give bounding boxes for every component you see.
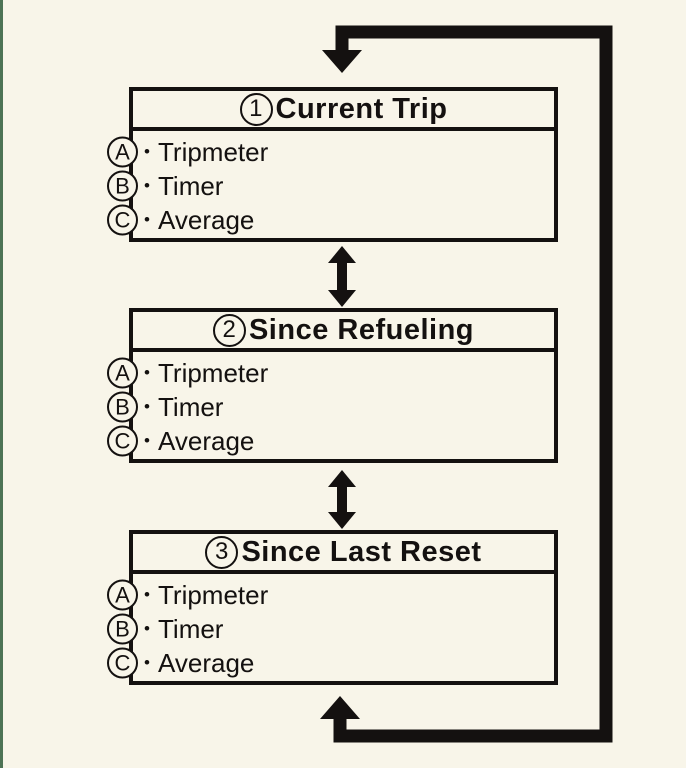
list-item: C • Average xyxy=(107,203,554,237)
panel-since-refueling: 2 Since Refueling A • Tripmeter B • Time… xyxy=(107,308,558,463)
list-item: B • Timer xyxy=(107,612,554,646)
panel-body: A • Tripmeter B • Timer C • Average xyxy=(107,578,554,680)
arrowhead-down-icon xyxy=(322,50,362,73)
item-label: Tripmeter xyxy=(158,137,269,167)
arrowhead-up-icon xyxy=(328,470,356,487)
item-label: Tripmeter xyxy=(158,580,269,610)
item-label: Timer xyxy=(158,171,224,201)
panel-title: 1 Current Trip xyxy=(133,91,554,131)
list-item: C • Average xyxy=(107,424,554,458)
circled-letter-icon: C xyxy=(107,425,138,457)
list-item: A • Tripmeter xyxy=(107,356,554,390)
arrowhead-down-icon xyxy=(328,290,356,307)
panel-title-text: Current Trip xyxy=(275,92,448,125)
bullet-icon: • xyxy=(144,209,150,229)
circled-letter-icon: C xyxy=(107,647,138,679)
circled-number-icon: 2 xyxy=(212,313,246,347)
bullet-icon: • xyxy=(144,396,150,416)
double-headed-arrow-2 xyxy=(328,470,356,529)
item-label: Tripmeter xyxy=(158,358,269,388)
panel-body: A • Tripmeter B • Timer C • Average xyxy=(107,135,554,237)
circled-number-icon: 1 xyxy=(239,92,273,126)
circled-letter-icon: A xyxy=(107,136,138,168)
item-label: Average xyxy=(158,648,255,678)
double-headed-arrow-1 xyxy=(328,246,356,307)
list-item: A • Tripmeter xyxy=(107,135,554,169)
arrowhead-down-icon xyxy=(328,512,356,529)
bullet-icon: • xyxy=(144,652,150,672)
circled-letter-icon: B xyxy=(107,170,138,202)
panel-current-trip: 1 Current Trip A • Tripmeter B • Timer C… xyxy=(107,87,558,242)
arrowhead-up-icon xyxy=(320,696,360,719)
list-item: A • Tripmeter xyxy=(107,578,554,612)
panel-title: 3 Since Last Reset xyxy=(133,534,554,574)
list-item: B • Timer xyxy=(107,390,554,424)
circled-letter-icon: B xyxy=(107,613,138,645)
circled-letter-icon: A xyxy=(107,357,138,389)
bullet-icon: • xyxy=(144,618,150,638)
bullet-icon: • xyxy=(144,430,150,450)
bullet-icon: • xyxy=(144,362,150,382)
circled-letter-icon: A xyxy=(107,579,138,611)
arrowhead-up-icon xyxy=(328,246,356,263)
list-item: B • Timer xyxy=(107,169,554,203)
panel-title-text: Since Refueling xyxy=(248,313,475,346)
panel-title-text: Since Last Reset xyxy=(241,535,482,568)
list-item: C • Average xyxy=(107,646,554,680)
item-label: Average xyxy=(158,205,255,235)
bullet-icon: • xyxy=(144,584,150,604)
page-edge-divider xyxy=(0,0,3,768)
bullet-icon: • xyxy=(144,175,150,195)
panel-body: A • Tripmeter B • Timer C • Average xyxy=(107,356,554,458)
item-label: Timer xyxy=(158,392,224,422)
bullet-icon: • xyxy=(144,141,150,161)
circled-letter-icon: B xyxy=(107,391,138,423)
circled-letter-icon: C xyxy=(107,204,138,236)
panel-title: 2 Since Refueling xyxy=(133,312,554,352)
item-label: Average xyxy=(158,426,255,456)
item-label: Timer xyxy=(158,614,224,644)
circled-number-icon: 3 xyxy=(205,535,239,569)
panel-since-last-reset: 3 Since Last Reset A • Tripmeter B • Tim… xyxy=(107,530,558,685)
